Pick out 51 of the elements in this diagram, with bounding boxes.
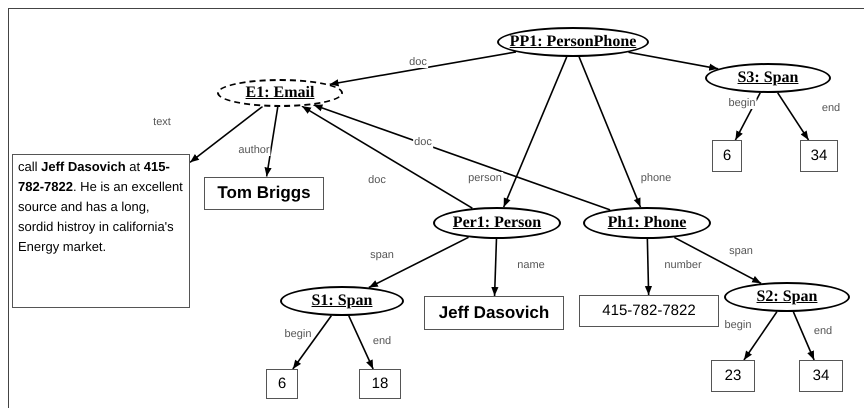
edge-label: author	[237, 144, 271, 156]
edge-label: end	[372, 335, 392, 347]
arrow	[644, 238, 652, 296]
edge-label: end	[820, 102, 842, 114]
arrow	[628, 51, 718, 71]
value-box: 6	[266, 369, 298, 399]
arrow	[264, 106, 279, 177]
arrow	[792, 312, 815, 360]
arrow	[302, 105, 473, 209]
arrow	[578, 56, 642, 208]
object-ellipse: S2: Span	[724, 282, 850, 312]
arrow	[502, 56, 568, 208]
object-ellipse: S1: Span	[280, 286, 404, 316]
edge-label: begin	[724, 319, 752, 331]
value-box: Jeff Dasovich	[424, 296, 564, 330]
value-box: 18	[359, 369, 401, 399]
arrow	[313, 104, 610, 211]
arrow	[777, 92, 810, 140]
value-box: call Jeff Dasovich at 415-782-7822. He is an excellent source and has a long, sordid histroy in california's Energy market.	[12, 154, 190, 308]
object-ellipse: Per1: Person	[433, 207, 561, 239]
edge-label: number	[663, 259, 703, 271]
object-ellipse: E1: Email	[217, 79, 343, 107]
value-box: 415-782-7822	[579, 295, 719, 327]
arrow	[292, 315, 332, 370]
arrow	[348, 316, 374, 370]
edge-label: end	[812, 325, 834, 337]
edge-label: doc	[413, 136, 433, 148]
value-box: 34	[799, 360, 843, 392]
arrow	[368, 236, 469, 288]
edge-label: doc	[408, 56, 428, 68]
edge-label: doc	[367, 174, 387, 186]
arrow	[743, 311, 778, 360]
value-box: Tom Briggs	[204, 176, 324, 210]
arrow	[329, 51, 516, 86]
arrow	[674, 236, 762, 284]
edge-label: begin	[284, 328, 312, 340]
value-box: 6	[712, 140, 742, 172]
edge-label: phone	[640, 172, 672, 184]
value-box: 23	[711, 360, 755, 392]
object-ellipse: S3: Span	[705, 63, 831, 93]
arrow	[491, 238, 498, 296]
edge-label: person	[467, 172, 503, 184]
edge-label: span	[728, 245, 754, 257]
arrow	[190, 106, 264, 164]
edge-label: name	[516, 259, 546, 271]
edge-label: span	[369, 249, 395, 261]
edge-label: begin	[728, 97, 756, 109]
object-ellipse: PP1: PersonPhone	[497, 27, 649, 57]
edge-label: text	[152, 116, 172, 128]
value-box: 34	[800, 140, 838, 172]
object-ellipse: Ph1: Phone	[583, 207, 711, 239]
